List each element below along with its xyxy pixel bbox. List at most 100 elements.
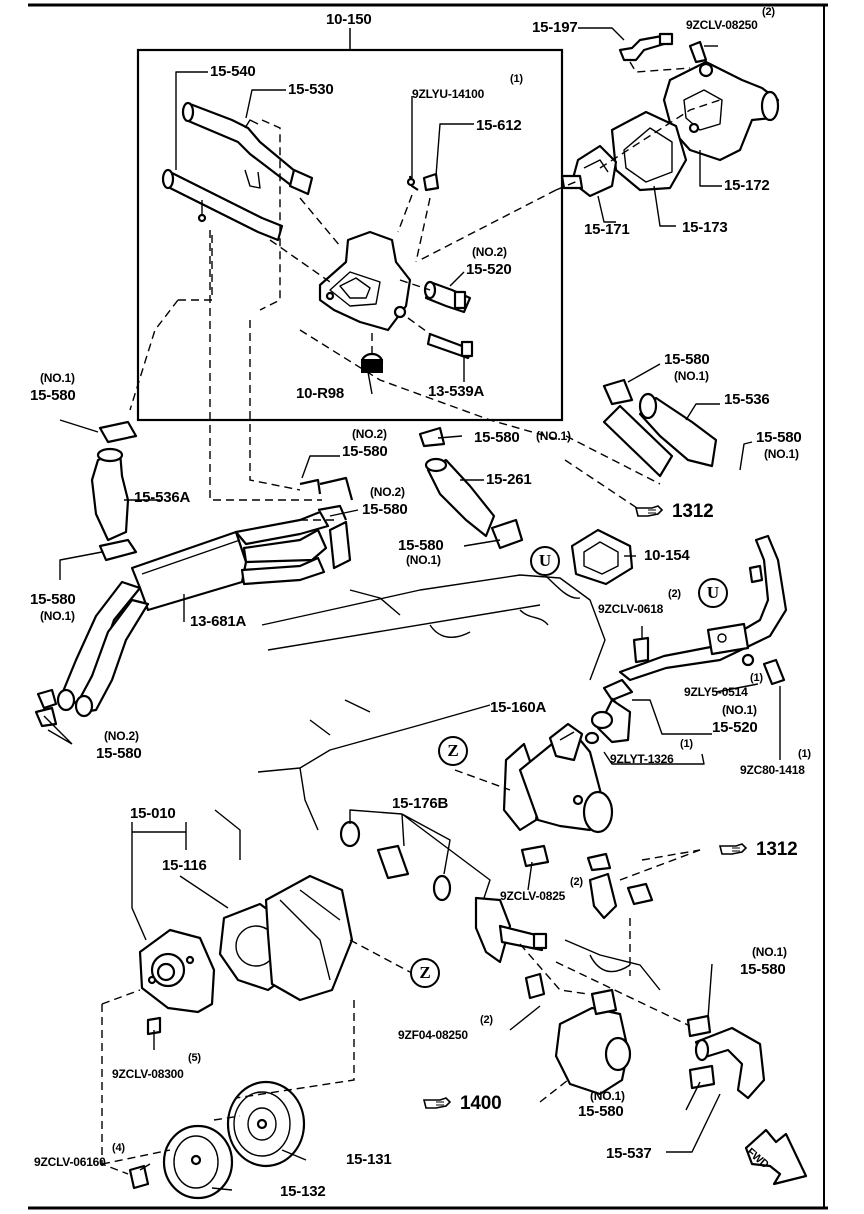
label-no1-15-580-b: (NO.1) — [40, 609, 75, 623]
thermostat-group — [555, 32, 780, 198]
ref-1312-lower[interactable]: 1312 — [756, 839, 798, 860]
ref-1312-upper[interactable]: 1312 — [672, 501, 714, 522]
thermo-switch-group — [339, 820, 550, 1000]
label-15-580-b: 15-580 — [30, 591, 76, 608]
label-no1-15-580-g: (NO.1) — [406, 553, 441, 567]
label-no1-15-580-j: (NO.1) — [752, 945, 787, 959]
hand-pointer-icon — [718, 843, 748, 855]
label-9zc80-1418: 9ZC80-1418 — [740, 763, 805, 777]
label-15-540: 15-540 — [210, 63, 256, 80]
label-9zclv-06160: 9ZCLV-06160 — [34, 1155, 106, 1169]
dashed-leaders-left — [209, 230, 661, 521]
label-9zf04-08250-qty: (2) — [480, 1014, 493, 1026]
label-9zlyt-1326-qty: (1) — [680, 738, 693, 750]
label-15-176b: 15-176B — [392, 795, 449, 812]
label-9zclv-08250: 9ZCLV-08250 — [686, 18, 758, 32]
label-15-010: 15-010 — [130, 805, 176, 822]
label-no2-15-580-d: (NO.2) — [352, 427, 387, 441]
label-9zc80-1418-qty: (1) — [798, 748, 811, 760]
label-15-132: 15-132 — [280, 1183, 326, 1200]
label-no1-15-580-a: (NO.1) — [40, 371, 75, 385]
dashed-leaders-lower — [101, 769, 701, 1175]
label-9zclv-0618-qty: (2) — [668, 588, 681, 600]
label-15-580-e: 15-580 — [362, 501, 408, 518]
label-15-160a: 15-160A — [490, 699, 547, 716]
label-no1-15-580-i: (NO.1) — [764, 447, 799, 461]
hand-pointer-icon — [634, 505, 664, 517]
label-15-580-d: 15-580 — [342, 443, 388, 460]
hose-15-536a — [90, 420, 138, 562]
label-15-131: 15-131 — [346, 1151, 392, 1168]
label-15-197: 15-197 — [532, 19, 578, 36]
label-9zclv-0825: 9ZCLV-0825 — [500, 889, 566, 903]
leader-lines — [43, 27, 781, 1191]
label-9zclv-0825-qty: (2) — [570, 876, 583, 888]
label-15-537: 15-537 — [606, 1145, 652, 1162]
label-no2-15-580-c: (NO.2) — [104, 729, 139, 743]
ref-1400[interactable]: 1400 — [460, 1093, 502, 1114]
marker-u-right: U — [698, 578, 728, 608]
label-15-530: 15-530 — [288, 81, 334, 98]
label-15-580-a: 15-580 — [30, 387, 76, 404]
pipe-15-540 — [161, 101, 314, 242]
marker-z-upper: Z — [438, 736, 468, 766]
label-15-580-j: 15-580 — [740, 961, 786, 978]
dashed-leaders-box — [129, 119, 561, 441]
label-9zclv-0618: 9ZCLV-0618 — [598, 602, 664, 616]
label-13-539a: 13-539A — [428, 383, 485, 400]
label-no1-15-580-k: (NO.1) — [590, 1089, 625, 1103]
label-15-580-f: 15-580 — [474, 429, 520, 446]
label-15-520-lower: 15-520 — [712, 719, 758, 736]
label-9zlyt-1326: 9ZLYT-1326 — [610, 752, 674, 766]
pulleys — [128, 1080, 306, 1200]
label-15-536: 15-536 — [724, 391, 770, 408]
water-inlet-15-160a — [502, 722, 614, 834]
label-15-580-h: 15-580 — [664, 351, 710, 368]
label-15-536a: 15-536A — [134, 489, 191, 506]
label-9zclv-06160-qty: (4) — [112, 1142, 125, 1154]
label-9zlyu-qty: (1) — [510, 73, 523, 85]
label-15-612: 15-612 — [476, 117, 522, 134]
hose-15-261 — [418, 426, 524, 550]
hose-15-537 — [686, 1014, 766, 1100]
label-no2-15-520: (NO.2) — [472, 245, 507, 259]
label-10-r98: 10-R98 — [296, 385, 344, 402]
label-15-171: 15-171 — [584, 221, 630, 238]
label-9zclv-08250-qty: (2) — [762, 6, 775, 18]
label-9zly5-0514: 9ZLY5-0514 — [684, 685, 748, 699]
hose-15-536 — [602, 378, 718, 478]
label-15-116: 15-116 — [162, 857, 207, 874]
label-no1-15-580-h: (NO.1) — [674, 369, 709, 383]
label-13-681a: 13-681A — [190, 613, 247, 630]
label-10-154: 10-154 — [644, 547, 690, 564]
power-steering-pump — [554, 988, 632, 1096]
label-no2-15-580-e: (NO.2) — [370, 485, 405, 499]
marker-u-left: U — [530, 546, 560, 576]
water-outlet-housing — [318, 172, 474, 373]
bypass-pipe — [584, 534, 788, 745]
label-15-261: 15-261 — [486, 471, 532, 488]
label-10-150: 10-150 — [326, 11, 372, 28]
label-15-580-k: 15-580 — [578, 1103, 624, 1120]
label-9zclv-08300-qty: (5) — [188, 1052, 201, 1064]
water-pump — [138, 874, 354, 1036]
label-15-580-c: 15-580 — [96, 745, 142, 762]
sub-assembly-box — [136, 48, 564, 422]
label-15-580-g: 15-580 — [398, 537, 444, 554]
label-9zly5-0514-qty: (1) — [750, 672, 763, 684]
engine-block-outline — [214, 574, 661, 991]
label-9zf04-08250: 9ZF04-08250 — [398, 1028, 468, 1042]
label-15-173: 15-173 — [682, 219, 728, 236]
label-no1-15-520-b: (NO.1) — [722, 703, 757, 717]
label-15-520-upper: 15-520 — [466, 261, 512, 278]
label-9zlyu-14100: 9ZLYU-14100 — [412, 87, 485, 101]
label-9zclv-08300: 9ZCLV-08300 — [112, 1067, 184, 1081]
gasket-10-154 — [570, 528, 634, 586]
hand-pointer-icon — [422, 1097, 452, 1109]
marker-z-lower: Z — [410, 958, 440, 988]
label-no1-15-580-f: (NO.1) — [536, 429, 571, 443]
pipe-13-681a — [34, 476, 354, 728]
label-15-172: 15-172 — [724, 177, 770, 194]
